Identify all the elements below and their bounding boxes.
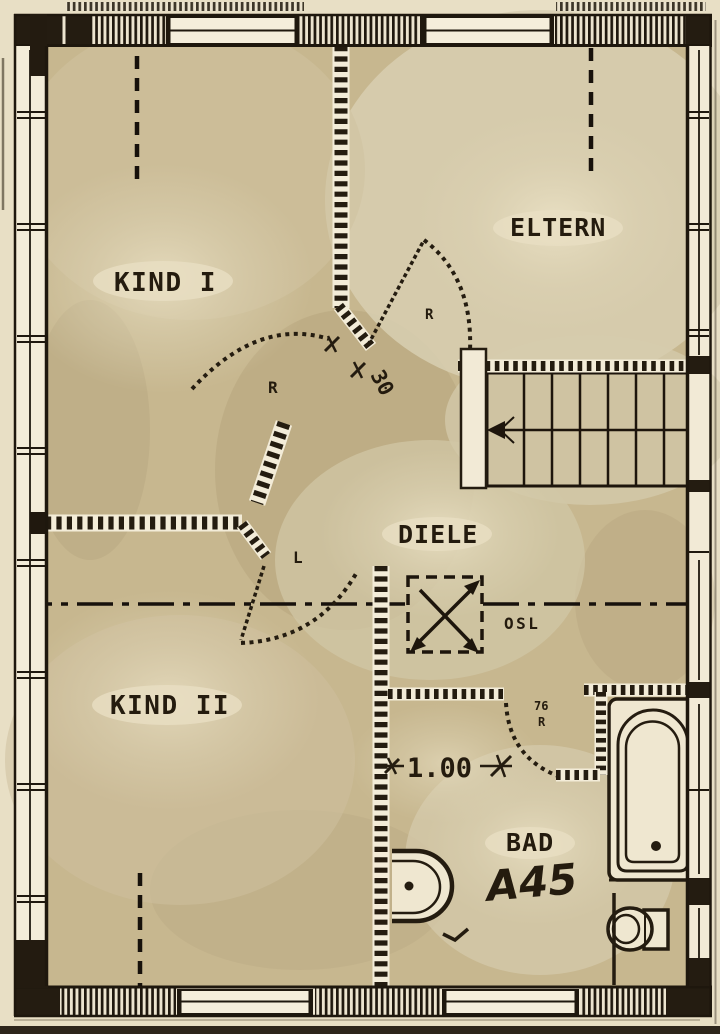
washbasin [392, 848, 455, 924]
door-arc-kind2 [240, 571, 359, 645]
door-mark-bad: R [538, 715, 546, 729]
door-leaf-eltern [366, 239, 426, 346]
bathtub [607, 697, 699, 882]
dimension-passage: 1.00 [383, 753, 513, 784]
washbasin-drain [404, 881, 414, 891]
bathtub-drain [651, 841, 661, 851]
door-mark-eltern: R [425, 307, 434, 323]
room-label-bad: BAD [506, 828, 554, 857]
room-label-kind2: KIND II [110, 691, 230, 721]
door-arc-kind1 [190, 331, 330, 391]
dim-100-label: 1.00 [407, 753, 472, 784]
stairs [485, 371, 694, 488]
door-leaf-kind2 [239, 565, 266, 641]
handwritten-tick [442, 927, 470, 943]
handwritten-note: A45 [481, 854, 579, 911]
room-label-diele: DIELE [398, 520, 478, 549]
skylight-symbol [406, 575, 484, 654]
interior-walls [46, 46, 689, 986]
stair-side-wall [459, 347, 488, 490]
room-label-kind1: KIND I [114, 268, 217, 298]
skylight-label: OSL [504, 614, 540, 633]
top-windows [166, 16, 554, 45]
stairs-direction-arrow [487, 421, 505, 439]
doors [190, 238, 559, 778]
door-mark-kind2: L [293, 548, 303, 567]
exterior-walls [13, 13, 712, 1018]
roof-slope-lines [134, 48, 594, 986]
door-width-bad: 76 [534, 699, 548, 713]
room-label-eltern: ELTERN [510, 213, 606, 242]
door-mark-kind1: R [268, 378, 278, 397]
door-arc-bad [504, 702, 559, 778]
toilet [606, 906, 670, 952]
bottom-windows [177, 989, 579, 1015]
